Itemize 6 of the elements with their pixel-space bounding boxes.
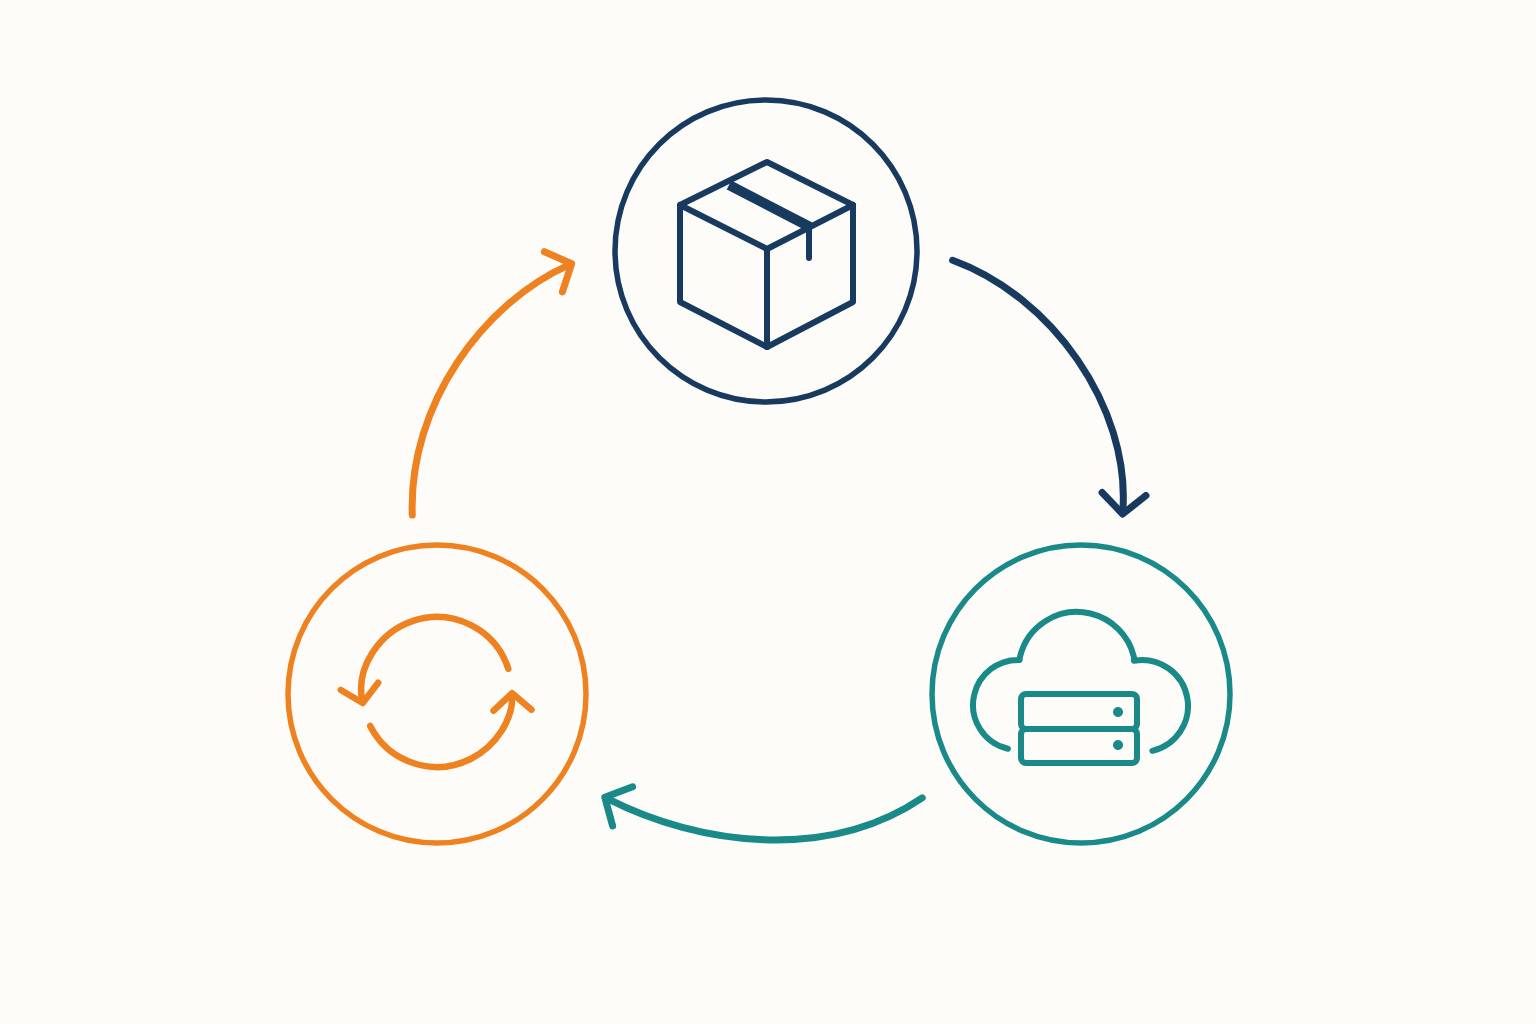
curved-arrow — [408, 248, 576, 519]
curved-arrow — [601, 783, 926, 844]
circle-node — [929, 542, 1233, 846]
circle-node — [285, 542, 589, 846]
curved-arrow — [949, 256, 1150, 518]
circle-node — [612, 97, 920, 405]
